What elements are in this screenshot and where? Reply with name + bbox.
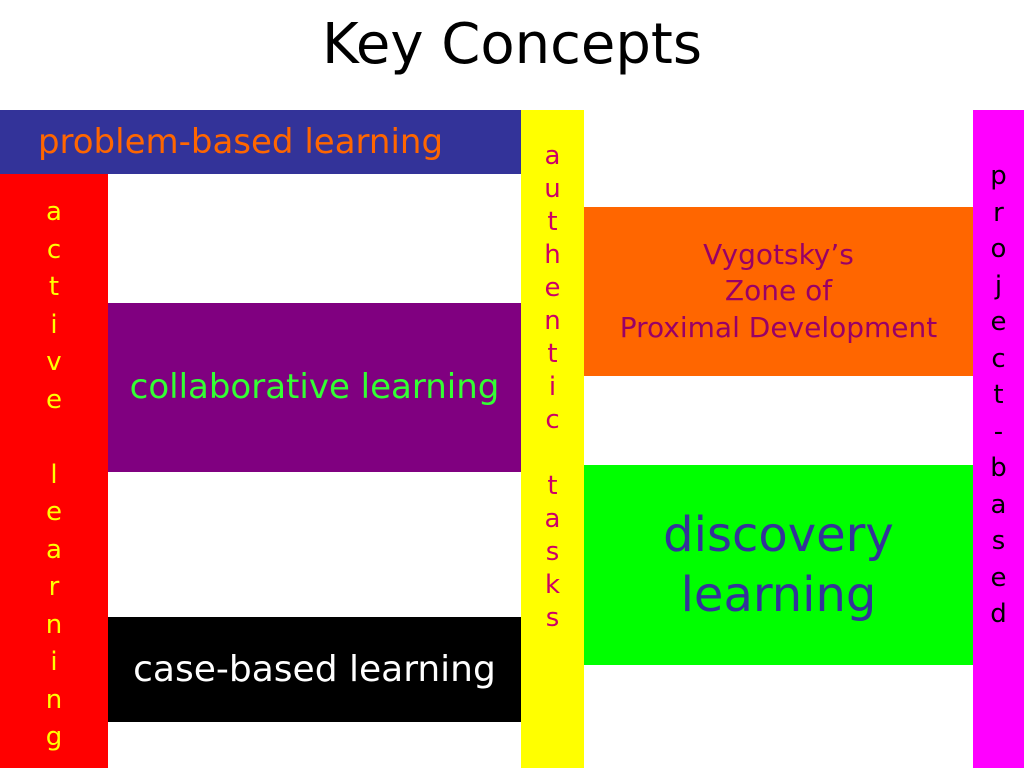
project-based-letter: e bbox=[990, 307, 1007, 337]
authentic-tasks-letter: a bbox=[544, 141, 561, 171]
active-learning-letter: i bbox=[50, 647, 58, 677]
project-based-letter: b bbox=[990, 453, 1007, 483]
authentic-tasks-letter: u bbox=[544, 174, 561, 204]
authentic-tasks-letter bbox=[548, 437, 556, 470]
collaborative-learning-block: collaborative learning bbox=[108, 303, 521, 472]
active-learning-letter bbox=[50, 419, 58, 457]
active-learning-letter: n bbox=[45, 684, 63, 715]
vygotsky-line-3: Proximal Development bbox=[619, 310, 938, 344]
project-based-letter: j bbox=[994, 270, 1003, 301]
vygotsky-line-2: Zone of bbox=[724, 274, 833, 308]
active-learning-letter: v bbox=[46, 347, 62, 377]
active-learning-letter: l bbox=[50, 459, 58, 490]
active-learning-letter: a bbox=[46, 534, 62, 565]
authentic-tasks-letter: e bbox=[544, 273, 561, 303]
authentic-tasks-letter: i bbox=[548, 372, 557, 402]
active-learning-letter: t bbox=[48, 272, 60, 302]
project-based-letter: s bbox=[991, 526, 1006, 556]
authentic-tasks-letter: t bbox=[547, 339, 558, 369]
case-based-learning-label: case-based learning bbox=[133, 648, 496, 690]
active-learning-letter: r bbox=[48, 572, 60, 602]
collaborative-learning-label: collaborative learning bbox=[129, 367, 500, 408]
project-based-letter: c bbox=[991, 343, 1006, 374]
problem-based-learning-label: problem-based learning bbox=[37, 121, 444, 162]
vygotsky-zpd-block: Vygotsky’s Zone of Proximal Development bbox=[584, 207, 973, 376]
authentic-tasks-letter: t bbox=[547, 471, 558, 501]
slide-title: Key Concepts bbox=[321, 12, 703, 77]
vygotsky-zpd-label: Vygotsky’s Zone of Proximal Development bbox=[620, 237, 938, 346]
problem-based-learning-block: problem-based learning bbox=[0, 110, 521, 174]
active-learning-letter: e bbox=[46, 497, 62, 527]
discovery-learning-block: discovery learning bbox=[584, 465, 973, 665]
authentic-tasks-letter: c bbox=[545, 405, 560, 435]
authentic-tasks-letter: s bbox=[545, 603, 560, 633]
active-learning-letter: g bbox=[45, 722, 63, 752]
project-based-letter: p bbox=[990, 161, 1007, 191]
project-based-letter: r bbox=[993, 197, 1004, 228]
active-learning-letter: n bbox=[45, 609, 63, 640]
project-based-letter: o bbox=[990, 234, 1007, 264]
vygotsky-line-1: Vygotsky’s bbox=[703, 237, 854, 271]
authentic-tasks-letter: a bbox=[544, 504, 561, 534]
case-based-learning-block: case-based learning bbox=[108, 617, 521, 722]
project-based-letter: t bbox=[993, 380, 1004, 410]
authentic-tasks-letter: s bbox=[545, 537, 560, 567]
project-based-letter: - bbox=[993, 416, 1004, 447]
authentic-tasks-letter: k bbox=[544, 570, 561, 600]
project-based-letter: d bbox=[990, 599, 1007, 629]
active-learning-letter: a bbox=[46, 197, 62, 227]
discovery-line-2: learning bbox=[680, 567, 877, 623]
authentic-tasks-letter: h bbox=[544, 240, 561, 270]
project-based-letter: a bbox=[990, 489, 1007, 520]
discovery-learning-label: discovery learning bbox=[663, 505, 894, 625]
discovery-line-1: discovery bbox=[663, 507, 894, 563]
active-learning-letter: c bbox=[46, 234, 62, 265]
authentic-tasks-letter: n bbox=[544, 306, 561, 336]
authentic-tasks-letter: t bbox=[547, 207, 558, 237]
active-learning-letter: e bbox=[46, 384, 62, 415]
project-based-letter: e bbox=[990, 562, 1007, 593]
active-learning-letter: i bbox=[50, 309, 58, 340]
